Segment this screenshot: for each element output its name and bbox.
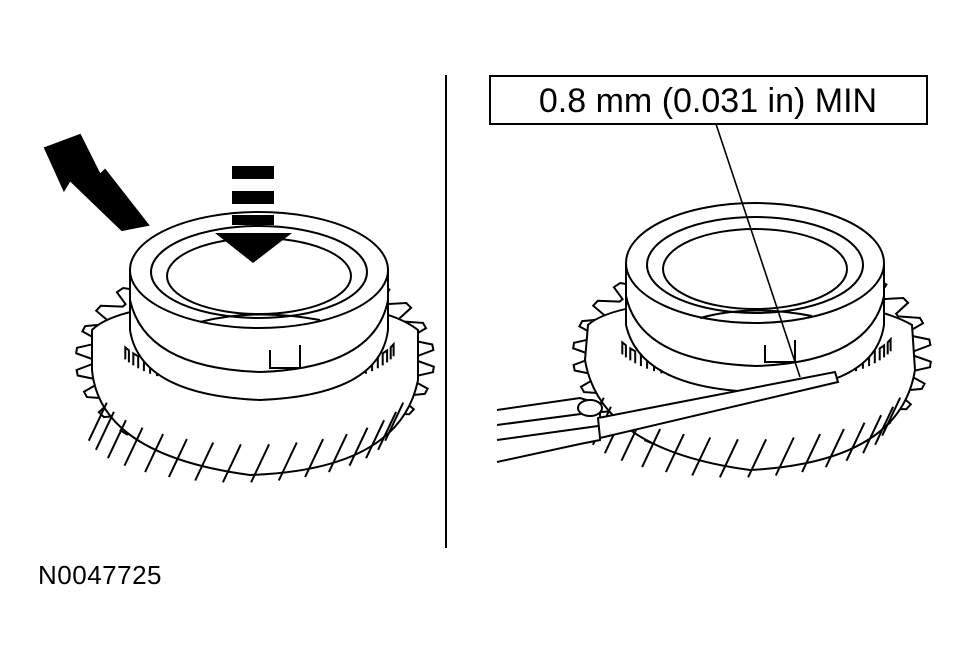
down-arrow-stripe-2 (232, 191, 274, 204)
left-helix-line-14 (94, 411, 115, 451)
callout: 0.8 mm (0.031 in) MIN (489, 75, 928, 125)
left-helix-line-12 (123, 427, 144, 467)
left-helix-line-9 (194, 442, 215, 481)
left-helix-line-15 (87, 402, 108, 442)
right-sync-ring-bore (662, 228, 848, 310)
left-gear-assembly (75, 211, 435, 483)
left-helix-line-5 (304, 438, 325, 478)
left-helix-line-10 (167, 438, 188, 478)
callout-box (489, 75, 928, 125)
figure-number: N0047725 (38, 560, 162, 590)
right-helix-line-0 (881, 397, 902, 437)
right-helix-line-2 (862, 414, 883, 454)
left-helix-line-0 (384, 402, 405, 442)
diagonal-arrow (43, 133, 150, 232)
left-helix-line-3 (348, 427, 369, 467)
left-helix-line-13 (106, 419, 127, 459)
down-arrow-stripe-3 (232, 215, 274, 225)
callout-text: 0.8 mm (0.031 in) MIN (539, 82, 877, 120)
feeler-gauge (496, 370, 840, 463)
left-helix-line-1 (377, 411, 398, 451)
left-helix-line-2 (365, 419, 386, 459)
left-sync-ring-bore-floor (199, 313, 321, 323)
right-gear-assembly (572, 202, 932, 478)
left-helix-lines (87, 402, 405, 483)
right-sync-ring-bore-floor (699, 309, 813, 319)
down-arrow (215, 166, 292, 263)
left-helix-line-4 (327, 433, 348, 473)
right-helix-line-7 (747, 438, 768, 478)
right-helix-line-9 (691, 437, 712, 476)
right-helix-line-6 (774, 437, 795, 476)
right-helix-line-11 (641, 428, 662, 468)
feeler-gauge-handle-line-1 (496, 411, 597, 426)
left-helix-line-8 (221, 443, 242, 483)
down-arrow-stripe-1 (232, 166, 274, 179)
feeler-gauge-handle-line-2 (496, 425, 599, 441)
feeler-gauge-pivot (577, 399, 603, 417)
callout-leader-line (715, 123, 801, 378)
left-helix-line-6 (277, 442, 298, 481)
right-helix-line-10 (664, 433, 685, 473)
right-helix-line-4 (824, 428, 845, 468)
right-helix-line-1 (874, 406, 895, 446)
feeler-gauge-blade (596, 370, 840, 440)
left-helix-line-7 (250, 443, 271, 483)
left-helix-line-11 (144, 433, 165, 473)
right-helix-line-8 (718, 438, 739, 478)
right-helix-line-3 (845, 422, 866, 462)
left-sync-ring-band (129, 299, 389, 374)
down-arrow-head (215, 233, 292, 263)
right-helix-line-5 (801, 433, 822, 473)
right-sync-ring-band (625, 295, 885, 368)
left-sync-ring-slot (269, 345, 301, 369)
diagonal-arrow-shape (43, 133, 150, 232)
right-sync-ring-slot (764, 340, 796, 363)
